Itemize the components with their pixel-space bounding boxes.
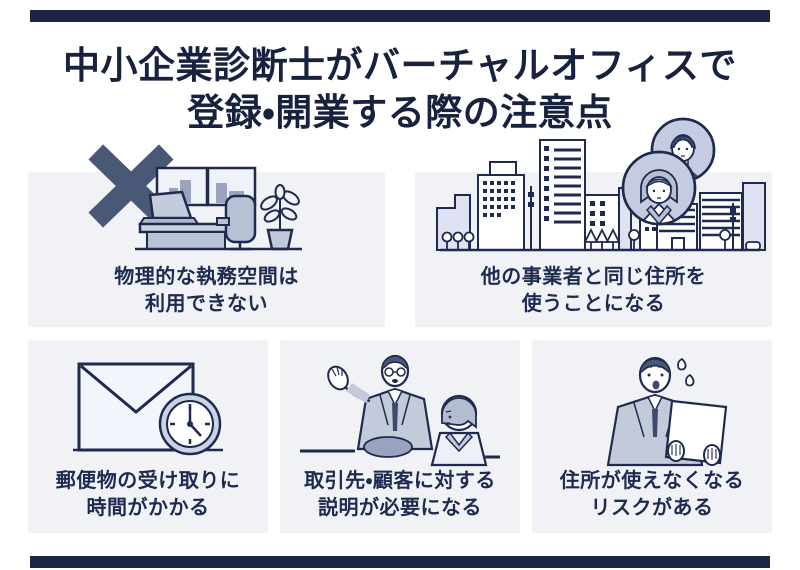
consultant-explaining-icon (300, 354, 500, 467)
card-caption: 物理的な執務空間は 利用できない (28, 263, 385, 317)
woman-avatar (621, 150, 697, 226)
caption-line: 説明が必要になる (318, 495, 482, 519)
caption-line: 他の事業者と同じ住所を (480, 264, 707, 288)
card-shared-address: 他の事業者と同じ住所を 使うことになる (415, 117, 772, 327)
caption-line: 利用できない (145, 291, 268, 315)
page-title-line2: 登録・開業する際の注意点 (187, 91, 613, 134)
card-explanation-needed: 取引先・顧客に対する 説明が必要になる (280, 340, 520, 533)
page-title-line1: 中小企業診断士がバーチャルオフィスで (63, 44, 737, 87)
card-mail-delay: 郵便物の受け取りに 時間がかかる (28, 340, 268, 533)
envelope-clock-icon (73, 362, 223, 456)
card-caption: 他の事業者と同じ住所を 使うことになる (415, 263, 772, 317)
card-caption: 郵便物の受け取りに 時間がかかる (28, 467, 268, 521)
caption-line: リスクがある (590, 495, 714, 519)
city-shared-address-icon (436, 117, 766, 252)
page-title: 中小企業診断士がバーチャルオフィスで 登録・開業する際の注意点 (0, 42, 800, 136)
caption-line: 郵便物の受け取りに (55, 468, 241, 492)
card-address-loss-risk: 住所が使えなくなる リスクがある (532, 340, 772, 533)
caption-line: 時間がかかる (86, 495, 210, 519)
worried-man-icon (606, 356, 728, 467)
card-caption: 住所が使えなくなる リスクがある (532, 467, 772, 521)
card-no-physical-workspace: 物理的な執務空間は 利用できない (28, 144, 385, 327)
caption-line: 取引先・顧客に対する (304, 468, 496, 492)
card-caption: 取引先・顧客に対する 説明が必要になる (280, 467, 520, 521)
bottom-accent-bar (30, 556, 770, 568)
caption-line: 使うことになる (521, 291, 666, 315)
caption-line: 物理的な執務空間は (114, 264, 299, 288)
desk-with-x-icon (88, 144, 302, 251)
caption-line: 住所が使えなくなる (559, 468, 745, 492)
top-accent-bar (30, 10, 770, 22)
